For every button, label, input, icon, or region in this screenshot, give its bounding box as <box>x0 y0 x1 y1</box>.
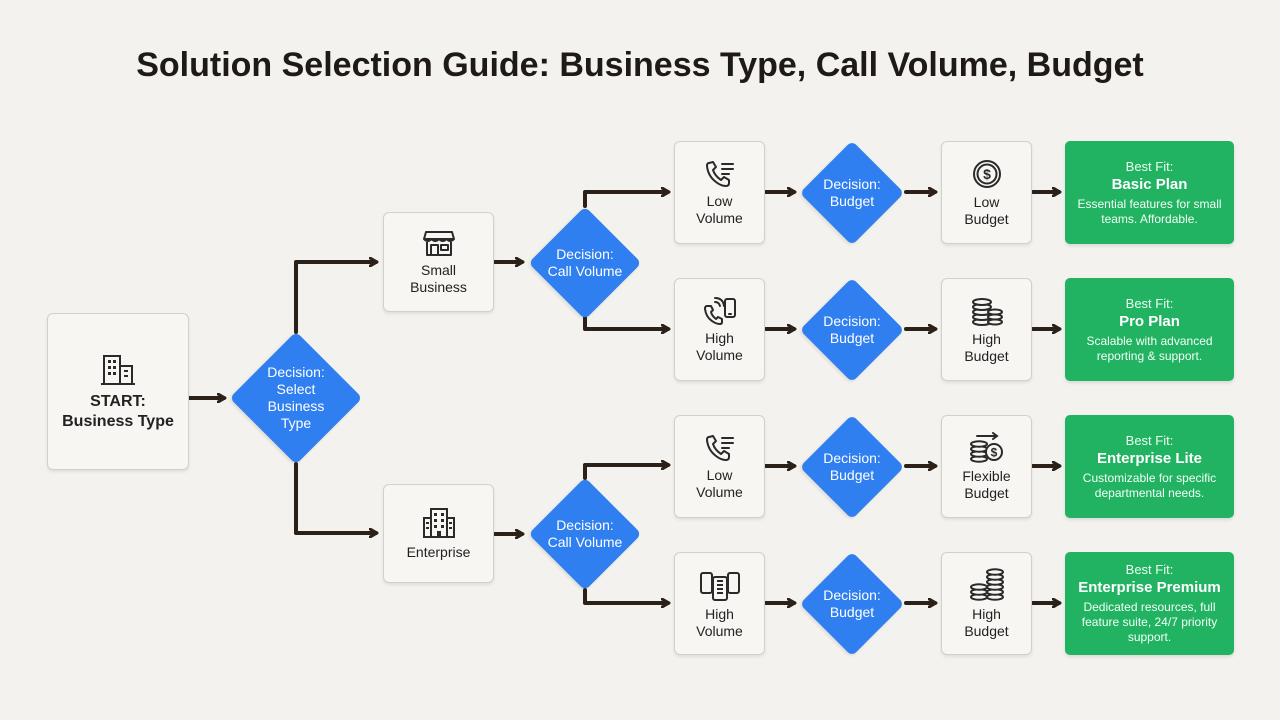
low-budget-node: $ Low Budget <box>941 141 1032 244</box>
arrow-call-volume-to-low-volume-2 <box>583 465 668 480</box>
svg-text:$: $ <box>990 445 997 459</box>
decision-call-volume-small: Decision: Call Volume <box>527 205 643 321</box>
high-volume-label: High Volume <box>696 605 743 639</box>
multiple-phones-icon <box>699 571 740 601</box>
arrow-call-volume-to-low-volume-1 <box>583 192 668 208</box>
low-volume-label: Low Volume <box>696 466 743 500</box>
phone-icon <box>705 160 734 187</box>
arrow-call-volume-to-high-volume-2 <box>583 588 668 603</box>
decision-call-volume-small-label: Decision: Call Volume <box>547 246 623 279</box>
coin-exchange-icon: $ <box>969 431 1003 463</box>
plan-description: Customizable for specific departmental n… <box>1082 470 1217 500</box>
large-coin-stack-icon <box>969 567 1004 601</box>
svg-text:$: $ <box>983 166 991 182</box>
flexible-budget-label: Flexible Budget <box>962 467 1011 501</box>
result-pro-plan: Best Fit: Pro Plan Scalable with advance… <box>1065 278 1234 381</box>
best-fit-label: Best Fit: <box>1125 432 1174 448</box>
high-volume-node-enterprise: High Volume <box>674 552 765 655</box>
high-volume-node-small: High Volume <box>674 278 765 381</box>
plan-name: Pro Plan <box>1119 312 1180 330</box>
best-fit-label: Best Fit: <box>1125 295 1174 311</box>
best-fit-label: Best Fit: <box>1125 158 1174 174</box>
high-budget-label: High Budget <box>964 605 1009 639</box>
high-budget-node-1: High Budget <box>941 278 1032 381</box>
low-budget-label: Low Budget <box>964 193 1009 227</box>
start-label: START: Business Type <box>62 392 174 430</box>
enterprise-node: Enterprise <box>383 484 494 583</box>
phone-ringing-icon <box>703 296 736 325</box>
plan-description: Essential features for small teams. Affo… <box>1077 196 1222 226</box>
storefront-icon <box>422 231 455 256</box>
decision-budget-label: Decision: Budget <box>823 176 881 209</box>
result-enterprise-premium: Best Fit: Enterprise Premium Dedicated r… <box>1065 552 1234 655</box>
decision-business-type: Decision: Select Business Type <box>228 330 364 466</box>
high-volume-label: High Volume <box>696 329 743 363</box>
start-node: START: Business Type <box>47 313 189 470</box>
office-building-icon <box>422 508 455 538</box>
decision-budget-label: Decision: Budget <box>823 587 881 620</box>
decision-budget-label: Decision: Budget <box>823 450 881 483</box>
decision-budget-1: Decision: Budget <box>798 140 906 246</box>
decision-budget-3: Decision: Budget <box>798 414 906 520</box>
phone-icon <box>705 434 734 461</box>
result-basic-plan: Best Fit: Basic Plan Essential features … <box>1065 141 1234 244</box>
dollar-coin-icon: $ <box>972 159 1001 188</box>
coin-stack-icon <box>971 297 1003 326</box>
small-business-node: Small Business <box>383 212 494 312</box>
arrow-decision-to-small-business <box>294 262 376 334</box>
plan-description: Scalable with advanced reporting & suppo… <box>1086 333 1213 363</box>
high-budget-node-2: High Budget <box>941 552 1032 655</box>
decision-business-type-label: Decision: Select Business Type <box>267 364 325 431</box>
best-fit-label: Best Fit: <box>1125 562 1174 577</box>
plan-name: Basic Plan <box>1111 175 1188 193</box>
low-volume-node-small: Low Volume <box>674 141 765 244</box>
low-volume-label: Low Volume <box>696 192 743 226</box>
arrow-decision-to-enterprise <box>294 462 376 533</box>
arrow-call-volume-to-high-volume-1 <box>583 316 668 329</box>
low-volume-node-enterprise: Low Volume <box>674 415 765 518</box>
plan-name: Enterprise Lite <box>1096 449 1203 467</box>
plan-name: Enterprise Premium <box>1078 579 1221 596</box>
result-enterprise-lite: Best Fit: Enterprise Lite Customizable f… <box>1065 415 1234 518</box>
decision-call-volume-enterprise-label: Decision: Call Volume <box>547 517 623 550</box>
high-budget-label: High Budget <box>964 330 1009 364</box>
enterprise-label: Enterprise <box>406 544 471 560</box>
decision-call-volume-enterprise: Decision: Call Volume <box>527 476 643 592</box>
decision-budget-2: Decision: Budget <box>798 277 906 383</box>
plan-description: Dedicated resources, full feature suite,… <box>1081 600 1218 644</box>
decision-budget-label: Decision: Budget <box>823 313 881 346</box>
diagram-title: Solution Selection Guide: Business Type,… <box>136 46 1144 84</box>
flexible-budget-node: $ Flexible Budget <box>941 415 1032 518</box>
decision-budget-4: Decision: Budget <box>798 551 906 657</box>
small-business-label: Small Business <box>410 262 467 295</box>
building-icon <box>101 354 135 385</box>
